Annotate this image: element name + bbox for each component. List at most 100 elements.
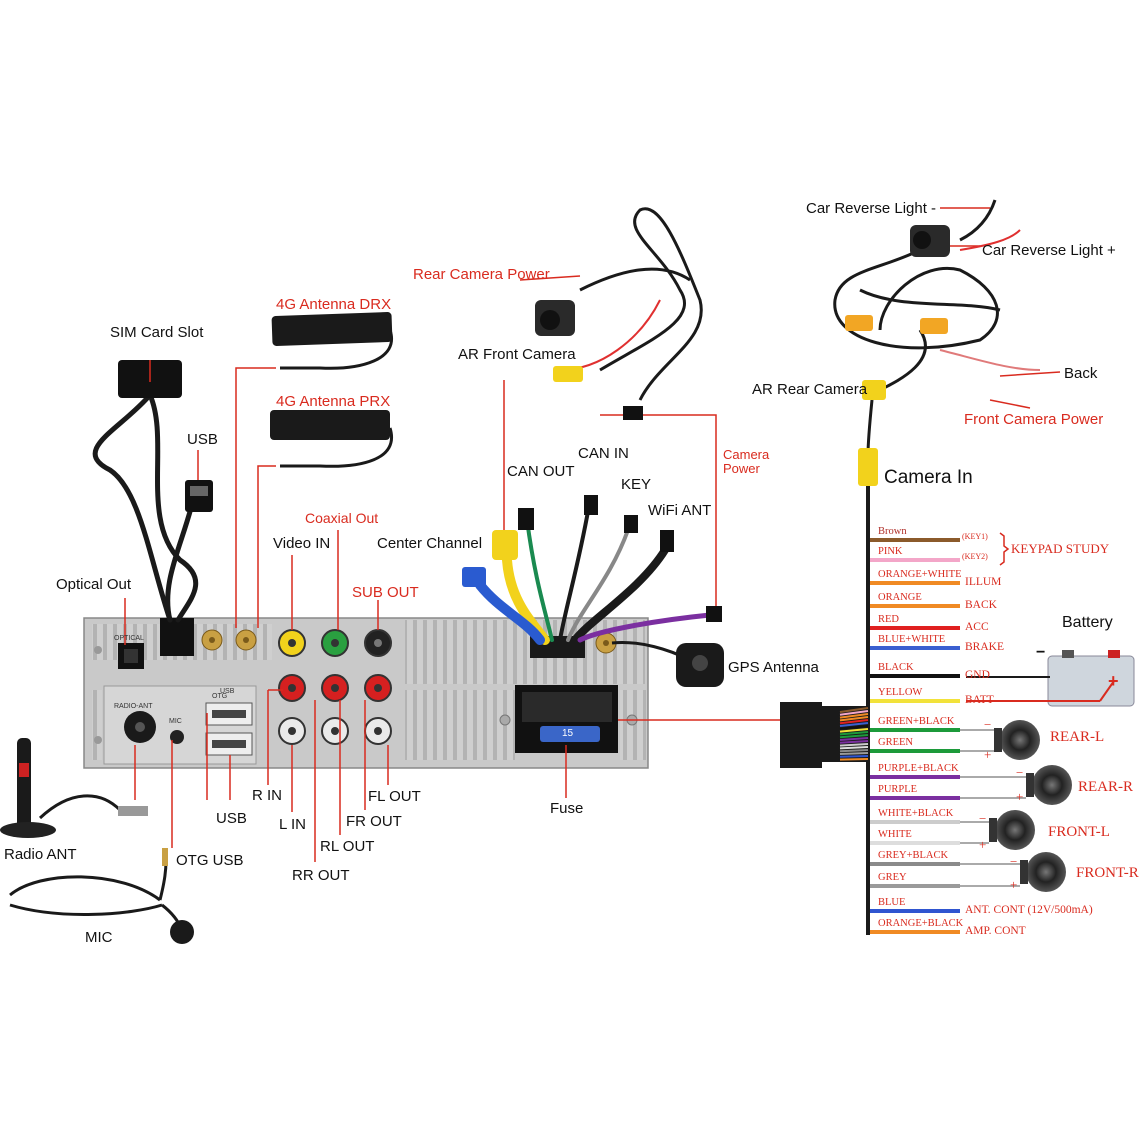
- wire-name-label: RED: [878, 614, 899, 625]
- mic-jack: [170, 730, 184, 744]
- wire-grey-black: [870, 862, 960, 866]
- main-harness-socket: [515, 685, 618, 753]
- camera-in-rca: [858, 448, 878, 486]
- wire-white: [870, 841, 960, 845]
- label-ar-front-camera: AR Front Camera: [458, 346, 576, 363]
- speaker-minus: −: [1010, 854, 1018, 869]
- label-gps-antenna: GPS Antenna: [728, 659, 819, 676]
- label-car-reverse-minus: Car Reverse Light -: [806, 200, 937, 217]
- label-radio-ant: Radio ANT: [4, 846, 77, 863]
- wire-name-label: WHITE+BLACK: [878, 808, 954, 819]
- camera-power-plug: [706, 606, 722, 622]
- label-optical-out: Optical Out: [56, 576, 132, 593]
- label-sub-out: SUB OUT: [352, 584, 419, 601]
- wire-green-black: [870, 728, 960, 732]
- wire-fan: [839, 734, 869, 739]
- battery-plus: +: [1108, 671, 1119, 691]
- wire-name-label: ORANGE: [878, 592, 922, 603]
- speaker-minus: −: [979, 811, 987, 826]
- battery: [966, 650, 1135, 707]
- wire-name-label: BLACK: [878, 662, 914, 673]
- label-key2: (KEY2): [962, 552, 988, 561]
- wire-fan: [839, 743, 869, 747]
- wifi-ant-plug: [660, 530, 674, 552]
- wire-fan: [839, 755, 869, 758]
- speaker-label: REAR-R: [1078, 779, 1134, 795]
- label-center-channel: Center Channel: [377, 535, 483, 552]
- panel-usb: USB: [220, 688, 235, 695]
- speaker-magnet: [1026, 773, 1034, 797]
- wire-orange-black: [870, 930, 960, 934]
- label-key1: (KEY1): [962, 532, 988, 541]
- wire-yellow: [870, 699, 960, 703]
- wire-function-label: ILLUM: [965, 576, 1002, 588]
- label-sim-card-slot: SIM Card Slot: [110, 324, 204, 341]
- wire-name-label: PURPLE+BLACK: [878, 763, 959, 774]
- wire-green: [870, 749, 960, 753]
- speaker-magnet: [994, 728, 1002, 752]
- sim-connector: [160, 618, 194, 656]
- label-fl-out: FL OUT: [368, 788, 421, 805]
- wire-name-label: GREEN: [878, 737, 913, 748]
- wire-name-label: BLUE: [878, 897, 906, 908]
- front-camera-rca: [553, 366, 583, 382]
- speaker-icon: [1026, 852, 1066, 892]
- wire-name-label: PINK: [878, 546, 903, 557]
- wire-fan: [839, 752, 869, 755]
- label-rl-out: RL OUT: [320, 838, 375, 855]
- wire-fan: [839, 740, 869, 744]
- wire-function-label: ANT. CONT (12V/500mA): [965, 904, 1093, 916]
- wire-red: [870, 626, 960, 630]
- wire-function-label: ACC: [965, 621, 989, 633]
- label-video-in: Video IN: [273, 535, 331, 552]
- speaker-icon: [995, 810, 1035, 850]
- wire-function-label: AMP. CONT: [965, 925, 1026, 937]
- label-l-in: L IN: [279, 816, 306, 833]
- wire-fan: [839, 749, 869, 753]
- label-antenna-drx: 4G Antenna DRX: [276, 296, 392, 313]
- label-camera-in: Camera In: [884, 467, 973, 488]
- wire-fan: [839, 716, 869, 722]
- speaker-plus: +: [979, 837, 987, 852]
- microphone: [9, 859, 184, 931]
- label-usb-bottom: USB: [216, 810, 247, 827]
- label-mic: MIC: [85, 929, 113, 946]
- label-front-camera-power: Front Camera Power: [964, 411, 1104, 428]
- wire-fan: [839, 722, 869, 727]
- can-out-plug: [518, 508, 534, 530]
- speaker-label: FRONT-R: [1076, 865, 1139, 881]
- wire-purple: [870, 796, 960, 800]
- wire-blue: [870, 909, 960, 913]
- wire-fan: [839, 713, 869, 719]
- wire-white-black: [870, 820, 960, 824]
- label-wifi-ant: WiFi ANT: [648, 502, 712, 519]
- wire-fan: [839, 746, 869, 750]
- label-camera-power: Camera Power: [723, 447, 770, 476]
- speaker-magnet: [989, 818, 997, 842]
- label-antenna-prx: 4G Antenna PRX: [276, 393, 391, 410]
- label-battery: Battery: [1062, 614, 1113, 631]
- wire-function-label: GND: [965, 669, 990, 681]
- key-plug: [624, 515, 638, 533]
- wire-name-label: ORANGE+WHITE: [878, 569, 962, 580]
- speaker-label: REAR-L: [1050, 729, 1105, 745]
- speakers: [960, 720, 1072, 892]
- label-car-reverse-plus: Car Reverse Light +: [982, 242, 1116, 259]
- wire-grey: [870, 884, 960, 888]
- label-can-in: CAN IN: [578, 445, 629, 462]
- panel-mic: MIC: [169, 718, 182, 725]
- antenna-drx: [271, 312, 394, 370]
- speaker-label: FRONT-L: [1048, 824, 1110, 840]
- label-back: Back: [1064, 365, 1098, 382]
- panel-fuse-value: 15: [562, 728, 574, 739]
- wire-name-label: WHITE: [878, 829, 912, 840]
- label-rear-camera-power: Rear Camera Power: [413, 266, 550, 283]
- wire-fan: [839, 728, 869, 733]
- speaker-magnet: [1020, 860, 1028, 884]
- label-fuse: Fuse: [550, 800, 584, 817]
- wire-blue-white: [870, 646, 960, 650]
- speaker-icon: [1000, 720, 1040, 760]
- wire-name-label: PURPLE: [878, 784, 918, 795]
